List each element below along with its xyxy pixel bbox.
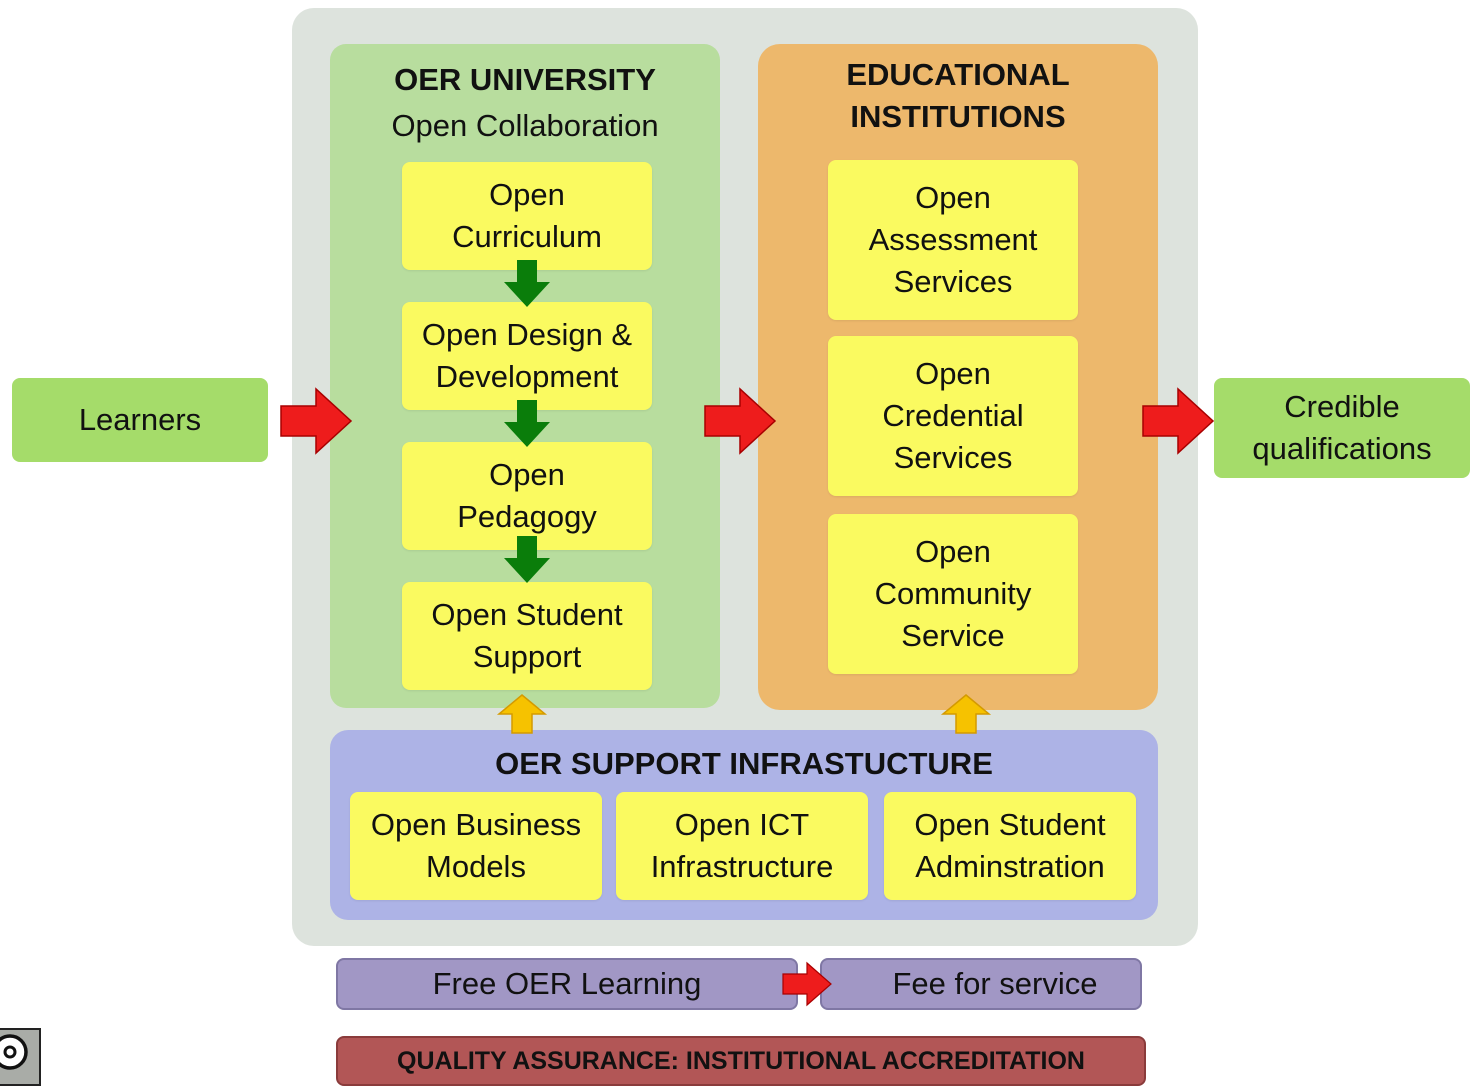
down-arrow-icon (504, 260, 550, 307)
credible-qualifications-box: Credible qualifications (1214, 378, 1470, 478)
up-arrow-icon (940, 694, 992, 734)
up-arrow-icon (496, 694, 548, 734)
down-arrow-icon (504, 400, 550, 447)
open-ict-infrastructure-box: Open ICT Infrastructure (616, 792, 868, 900)
open-community-service-box: Open Community Service (828, 514, 1078, 674)
open-curriculum-box: Open Curriculum (402, 162, 652, 270)
right-arrow-icon (280, 387, 353, 455)
open-design-development-box: Open Design & Development (402, 302, 652, 410)
oer-university-subtitle: Open Collaboration (391, 108, 659, 143)
right-arrow-icon (704, 387, 777, 455)
open-assessment-services-box: Open Assessment Services (828, 160, 1078, 320)
open-student-support-box: Open Student Support (402, 582, 652, 690)
right-arrow-icon (782, 961, 832, 1007)
open-pedagogy-box: Open Pedagogy (402, 442, 652, 550)
learners-box: Learners (12, 378, 268, 462)
right-arrow-icon (1142, 387, 1215, 455)
fee-for-service-bar: Fee for service (820, 958, 1142, 1010)
open-student-administration-box: Open Student Adminstration (884, 792, 1136, 900)
open-business-models-box: Open Business Models (350, 792, 602, 900)
open-credential-services-box: Open Credential Services (828, 336, 1078, 496)
down-arrow-icon (504, 536, 550, 583)
oer-university-title: OER UNIVERSITY (394, 62, 656, 97)
license-badge-icon (0, 1028, 41, 1086)
educational-institutions-title: EDUCATIONAL INSTITUTIONS (846, 57, 1070, 134)
quality-assurance-bar: QUALITY ASSURANCE: INSTITUTIONAL ACCREDI… (336, 1036, 1146, 1086)
oer-support-infrastructure-title: OER SUPPORT INFRASTUCTURE (495, 746, 993, 781)
free-oer-learning-bar: Free OER Learning (336, 958, 798, 1010)
